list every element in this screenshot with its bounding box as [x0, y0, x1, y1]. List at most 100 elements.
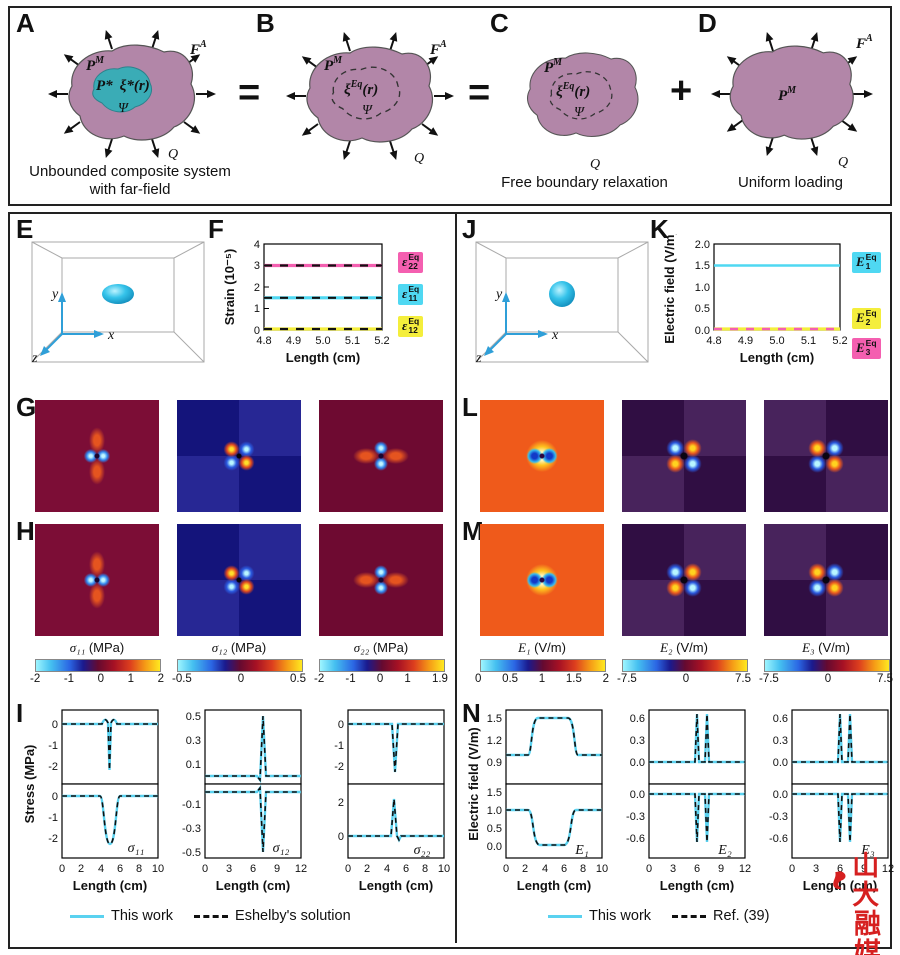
- svg-text:8: 8: [580, 863, 586, 875]
- shanda-media-logo: 山大 融媒: [830, 852, 900, 955]
- sphere-inclusion: [549, 281, 575, 307]
- svg-text:2: 2: [338, 797, 344, 809]
- efield-ylabel: Electric field (V/m): [662, 234, 677, 344]
- pm-label: PM: [86, 55, 105, 74]
- svg-text:-0.6: -0.6: [626, 833, 645, 845]
- psi-label: Ψ: [362, 103, 373, 118]
- svg-text:5.2: 5.2: [374, 335, 389, 347]
- svg-text:1: 1: [254, 303, 260, 315]
- length-xlabel: Length (cm): [216, 878, 290, 893]
- box-3d-e: y x z: [31, 241, 205, 366]
- svg-text:12: 12: [295, 863, 307, 875]
- svg-text:0: 0: [338, 719, 344, 731]
- heatmap-l-e3: [764, 400, 888, 512]
- svg-text:-0.3: -0.3: [626, 811, 645, 823]
- heatmap-l-e2: [622, 400, 746, 512]
- this-work-line-sample: [70, 914, 104, 918]
- sigma12-label: σ₁₂: [273, 841, 290, 856]
- svg-text:4: 4: [542, 863, 548, 875]
- panel-letter-c: C: [490, 8, 509, 38]
- svg-text:3: 3: [670, 863, 676, 875]
- heatmap-h-s22: [319, 524, 443, 636]
- axis-z-label: z: [475, 351, 482, 366]
- svg-text:4.9: 4.9: [286, 335, 301, 347]
- fa-label: FA: [189, 39, 207, 58]
- axis-triad: [43, 298, 96, 353]
- svg-text:6: 6: [250, 863, 256, 875]
- axis-x-label: x: [107, 328, 115, 343]
- svg-text:2.0: 2.0: [695, 239, 710, 251]
- colorbar-title-e3: E₃ (V/m): [802, 640, 850, 655]
- svg-text:1.5: 1.5: [487, 713, 502, 725]
- length-xlabel: Length (cm): [660, 878, 734, 893]
- equals-sign-1: =: [238, 72, 261, 114]
- panel-letter-g: G: [16, 392, 37, 422]
- panel-letter-l: L: [462, 392, 478, 422]
- length-xlabel: Length (cm): [359, 878, 433, 893]
- q-label: Q: [168, 147, 178, 162]
- svg-text:0: 0: [646, 863, 652, 875]
- svg-text:-0.3: -0.3: [769, 811, 788, 823]
- svg-text:1.0: 1.0: [487, 805, 502, 817]
- efield-yticks: 0.0 0.5 1.0 1.5 2.0: [695, 239, 710, 337]
- colorbar-title-s22: σ₂₂ (MPa): [353, 640, 409, 655]
- length-xlabel: Length (cm): [73, 878, 147, 893]
- equals-sign-2: =: [468, 72, 491, 114]
- colorbar-s11: [35, 659, 161, 672]
- svg-text:4.9: 4.9: [738, 335, 753, 347]
- svg-text:-2: -2: [48, 761, 58, 773]
- ref39-line-sample: [672, 914, 707, 918]
- svg-text:-1: -1: [334, 740, 344, 752]
- svg-text:8: 8: [136, 863, 142, 875]
- caption-free-boundary: Free boundary relaxation: [501, 174, 668, 191]
- svg-text:0.6: 0.6: [773, 713, 788, 725]
- svg-text:5.1: 5.1: [801, 335, 816, 347]
- e3-label: E₃: [860, 843, 875, 858]
- blob-b: PM ξEq(r) Ψ FA Q: [285, 29, 455, 166]
- colorbar-e1: [480, 659, 606, 672]
- legend-right: This work Ref. (39): [548, 908, 769, 924]
- svg-text:0: 0: [202, 863, 208, 875]
- svg-text:0.5: 0.5: [487, 823, 502, 835]
- logo-text-line1: 山大: [852, 851, 880, 912]
- svg-text:0.0: 0.0: [695, 325, 710, 337]
- svg-text:2: 2: [78, 863, 84, 875]
- panel-letter-d: D: [698, 8, 717, 38]
- axis-y-label: y: [50, 287, 59, 302]
- panel-letter-a: A: [16, 8, 35, 38]
- inclusion-label: P*ξ*(r): [96, 78, 150, 94]
- blob-a: PM P*ξ*(r) Ψ FA Q: [47, 27, 217, 162]
- stress-chart-s11: Stress (MPa) 0 -1 -2 0 -1 -2 σ₁₁ 0 2 4 6…: [24, 709, 164, 893]
- efield-chart: Electric field (V/m) 0.0 0.5 1.0 1.5 2.0…: [662, 234, 848, 365]
- colorbar-title-e1: E₁ (V/m): [518, 640, 566, 655]
- colorbar-s12: [177, 659, 303, 672]
- svg-text:0.3: 0.3: [773, 735, 788, 747]
- svg-text:1.0: 1.0: [695, 282, 710, 294]
- svg-text:-0.6: -0.6: [769, 833, 788, 845]
- heatmap-h-s11: [35, 524, 159, 636]
- efield-xticks: 4.8 4.9 5.0 5.1 5.2: [706, 335, 847, 347]
- fa-label: FA: [429, 39, 447, 58]
- legend-left: This work Eshelby's solution: [70, 908, 351, 924]
- svg-text:0: 0: [52, 719, 58, 731]
- svg-text:10: 10: [596, 863, 608, 875]
- panel-letter-m: M: [462, 516, 484, 546]
- legend-eshelby: Eshelby's solution: [235, 908, 351, 924]
- svg-text:9: 9: [274, 863, 280, 875]
- efield-chart-e3: 0.6 0.3 0.0 0.0 -0.3 -0.6 E₃ 0 3 6 9 12 …: [769, 709, 894, 893]
- blob-c: PM ξEq(r) Ψ Q: [526, 52, 639, 172]
- svg-text:3: 3: [226, 863, 232, 875]
- svg-text:0.9: 0.9: [487, 757, 502, 769]
- pm-label: PM: [544, 57, 563, 76]
- xi-eq-label: ξEq(r): [556, 81, 590, 100]
- heatmap-g-s22: [319, 400, 443, 512]
- length-xlabel: Length (cm): [803, 878, 877, 893]
- svg-text:0.3: 0.3: [630, 735, 645, 747]
- efield-profiles-ylabel: Electric field (V/m): [468, 727, 481, 840]
